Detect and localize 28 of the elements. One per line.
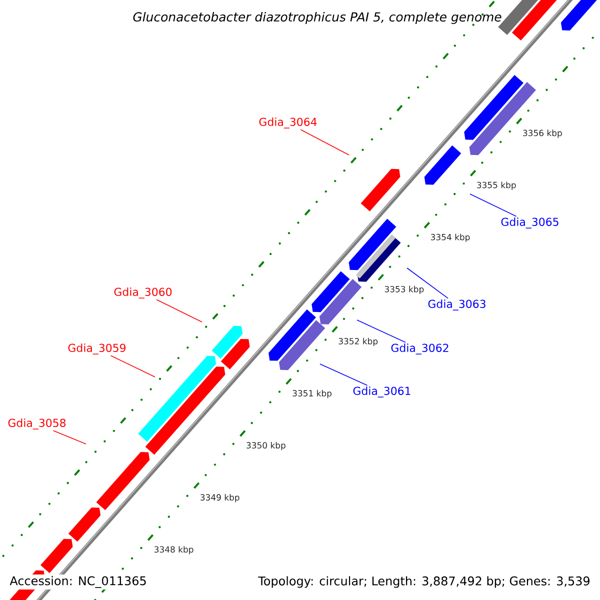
leader-line: [470, 194, 517, 217]
gene-label: Gdia_3062: [391, 344, 448, 354]
tick-label: 3350 kbp: [246, 442, 286, 450]
tick-label: 3354 kbp: [430, 234, 470, 242]
accession-text: Accession: NC_011365: [8, 574, 148, 590]
title: Gluconacetobacter diazotrophicus PAI 5, complete genome: [133, 12, 502, 24]
genome-info-text: Topology: circular; Length: 3,887,492 bp; Genes: 3,539: [256, 574, 592, 590]
gene-label: Gdia_3064: [259, 118, 317, 128]
leader-line: [110, 355, 156, 378]
leader-line: [356, 320, 406, 343]
gene-label: Gdia_3060: [114, 288, 172, 298]
gene-label: Gdia_3065: [501, 218, 558, 228]
tick-label: 3351 kbp: [292, 390, 332, 398]
tick-label: 3348 kbp: [154, 546, 194, 554]
gene-label: Gdia_3059: [68, 344, 126, 354]
tick-label: 3352 kbp: [338, 338, 378, 346]
tick-label: 3353 kbp: [384, 286, 424, 294]
tick-label: 3355 kbp: [477, 182, 516, 190]
gene-label: Gdia_3058: [8, 418, 66, 430]
leader-line: [156, 299, 202, 322]
tick-label: 3349 kbp: [200, 494, 240, 502]
tick-label: 3356 kbp: [523, 130, 562, 138]
gene-label: Gdia_3063: [428, 300, 486, 310]
leader-line: [406, 268, 448, 299]
leader-line: [52, 430, 86, 444]
leader-line: [300, 129, 350, 156]
gene-label: Gdia_3061: [353, 386, 410, 398]
leader-line: [320, 364, 368, 386]
